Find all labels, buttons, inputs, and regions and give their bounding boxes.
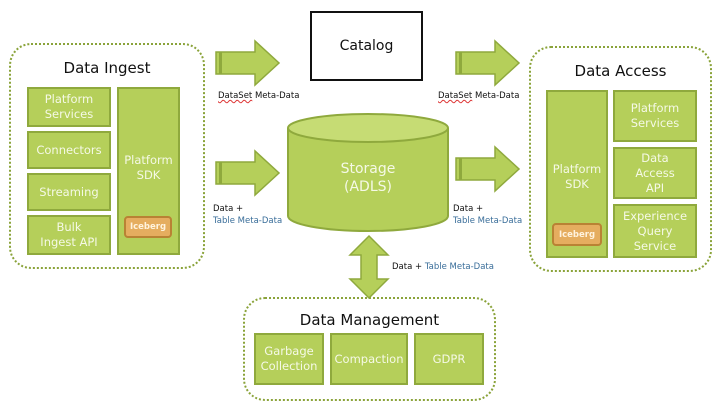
data-access-group: Data Access <box>529 46 712 272</box>
arrow-storage-management <box>348 234 390 300</box>
storage-label-line1: Storage <box>340 161 396 177</box>
storage-cylinder <box>287 113 449 232</box>
label-catalog-to-access: DataSet Meta-Data <box>438 90 519 102</box>
label-storage-to-access-line1: Data + <box>453 204 484 214</box>
access-data-access-api: Data Access API <box>613 147 697 199</box>
ingest-connectors: Connectors <box>27 131 111 169</box>
label-ingest-to-catalog-word2: Meta-Data <box>252 91 300 101</box>
label-ingest-to-catalog-word1: DataSet <box>218 91 253 101</box>
data-ingest-title: Data Ingest <box>63 59 151 77</box>
access-platform-sdk-label: Platform SDK <box>552 162 602 191</box>
label-ingest-to-catalog: DataSet Meta-Data <box>218 90 299 102</box>
ingest-iceberg-badge: Iceberg <box>124 216 172 238</box>
data-access-title: Data Access <box>574 62 667 80</box>
ingest-bulk-ingest-api: Bulk Ingest API <box>27 215 111 255</box>
label-storage-management: Data + Table Meta-Data <box>392 261 494 273</box>
access-platform-services: Platform Services <box>613 90 697 142</box>
arrow-storage-to-access <box>455 145 521 193</box>
arrow-catalog-to-access <box>455 39 521 87</box>
access-experience-query-service: Experience Query Service <box>613 204 697 258</box>
storage-label-line2: (ADLS) <box>344 179 392 195</box>
label-ingest-to-storage-line1: Data + <box>213 204 244 214</box>
label-catalog-to-access-word2: Meta-Data <box>472 91 520 101</box>
label-storage-to-access: Data + Table Meta-Data <box>453 203 522 227</box>
label-ingest-to-storage-line2: Table Meta-Data <box>213 216 283 226</box>
data-management-title: Data Management <box>299 311 440 329</box>
label-storage-management-part1: Data + <box>392 262 425 272</box>
mgmt-compaction: Compaction <box>330 333 408 385</box>
storage-label: Storage (ADLS) <box>286 160 450 196</box>
label-ingest-to-storage: Data + Table Meta-Data <box>213 203 282 227</box>
ingest-platform-services: Platform Services <box>27 87 111 127</box>
label-storage-management-part2: Table Meta-Data <box>424 262 494 272</box>
arrow-ingest-to-catalog <box>215 39 281 87</box>
arrow-ingest-to-storage <box>215 149 281 197</box>
ingest-platform-sdk-label: Platform SDK <box>124 153 173 182</box>
label-catalog-to-access-word1: DataSet <box>438 91 473 101</box>
label-storage-to-access-line2: Table Meta-Data <box>453 216 523 226</box>
data-ingest-group: Data Ingest <box>9 43 205 269</box>
ingest-streaming: Streaming <box>27 173 111 211</box>
data-management-group: Data Management <box>243 297 496 401</box>
mgmt-garbage-collection: Garbage Collection <box>254 333 324 385</box>
access-iceberg-badge: Iceberg <box>552 223 602 246</box>
catalog-box: Catalog <box>310 11 423 81</box>
mgmt-gdpr: GDPR <box>414 333 484 385</box>
